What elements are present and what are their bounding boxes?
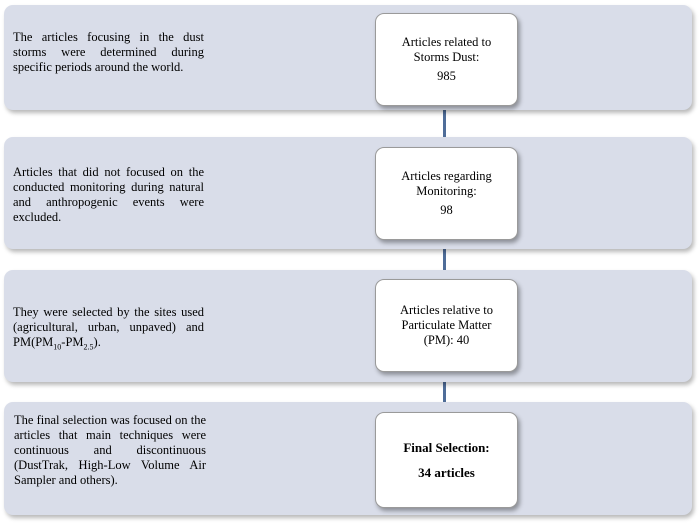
- pm-dash: -PM: [61, 335, 84, 349]
- stage-1-box-count: 985: [437, 69, 456, 83]
- pm10-subscript: 10: [53, 342, 62, 352]
- stage-2-box-label: Articles regarding Monitoring:: [401, 169, 492, 198]
- stage-band-2: [4, 137, 692, 249]
- pm25-subscript: 2.5: [83, 342, 94, 352]
- stage-3-box: Articles relative to Particulate Matter …: [375, 279, 518, 372]
- stage-band-4: [4, 402, 692, 515]
- connector-2-3: [443, 240, 446, 280]
- stage-4-box-label: Final Selection:: [403, 440, 490, 455]
- stage-3-box-label: Articles relative to Particulate Matter …: [399, 303, 494, 347]
- stage-4-description: The final selection was focused on the a…: [14, 413, 206, 487]
- stage-1-box: Articles related to Storms Dust: 985: [375, 13, 518, 106]
- stage-4-box: Final Selection: 34 articles: [375, 412, 518, 508]
- stage-3-description-main: They were selected by the sites used (ag…: [13, 305, 204, 349]
- connector-1-2: [443, 105, 446, 148]
- stage-3-description: They were selected by the sites used (ag…: [13, 305, 204, 352]
- stage-1-description: The articles focusing in the dust storms…: [13, 30, 204, 74]
- stage-band-3: [4, 270, 692, 382]
- stage-1-box-label: Articles related to Storms Dust:: [401, 35, 492, 64]
- stage-3-description-tail: ).: [93, 335, 101, 349]
- stage-2-box-count: 98: [440, 203, 453, 217]
- stage-4-box-count: 34 articles: [418, 465, 475, 480]
- stage-2-description: Articles that did not focused on the con…: [13, 165, 204, 224]
- connector-3-4: [443, 372, 446, 412]
- stage-band-1: [4, 5, 692, 110]
- stage-2-box: Articles regarding Monitoring: 98: [375, 147, 518, 240]
